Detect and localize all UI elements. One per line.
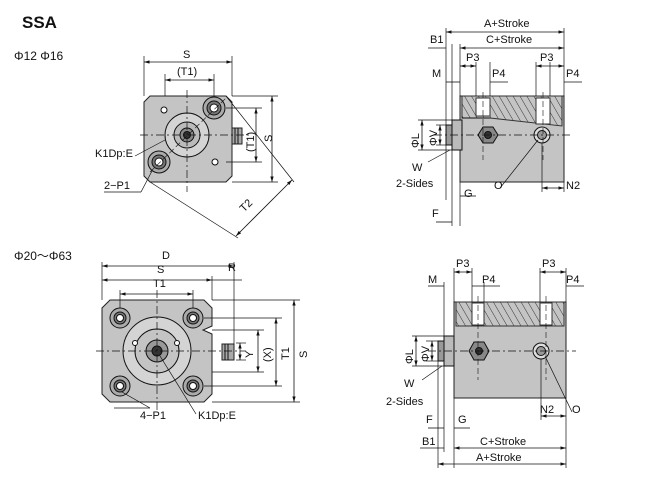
mount-hole-small-tr (202, 96, 226, 120)
label-k1-large: K1Dp:E (198, 410, 236, 422)
dim-r-large: R (228, 262, 236, 274)
dim-p3-left-large: P3 (456, 258, 470, 270)
dim-phiv-large: ΦV (420, 345, 432, 362)
dim-t1-top-small: (T1) (177, 66, 198, 78)
dim-s-side-large: S (298, 350, 310, 358)
label-2-sides-large: 2-Sides (386, 396, 424, 408)
dim-t1-side-large: T1 (280, 347, 292, 360)
dim-n2-small: N2 (566, 180, 581, 192)
dim-t1-side-small: (T1) (245, 131, 257, 152)
side-view-large (412, 268, 584, 468)
dim-phil-small: ΦL (410, 133, 422, 148)
label-p1-large: 4−P1 (140, 410, 166, 422)
label-p1-small: 2−P1 (104, 180, 130, 192)
mount-hole-large-br (182, 375, 204, 397)
dim-p4-right-small: P4 (566, 68, 580, 80)
dim-s-top-large: S (157, 264, 165, 276)
dim-t1-top-large: T1 (153, 278, 166, 290)
dim-phiv-small: ΦV (428, 129, 440, 146)
dim-y-large: Y (244, 350, 256, 358)
mount-hole-large-bl (109, 375, 131, 397)
label-2-sides-small: 2-Sides (396, 178, 434, 190)
side-view-small (418, 28, 582, 226)
dim-p4-right-large: P4 (566, 274, 580, 286)
dim-x-large: (X) (262, 347, 274, 362)
bore-size-large: Φ20～Φ63 (14, 249, 72, 263)
dim-d-large: D (162, 250, 170, 262)
dim-f-small: F (432, 208, 439, 220)
dim-b1-small: B1 (430, 34, 444, 46)
dim-m-small: M (432, 68, 442, 80)
dim-p4-left-large: P4 (482, 274, 496, 286)
dim-m-large: M (428, 274, 438, 286)
port-small (231, 127, 243, 145)
dim-b1-large: B1 (422, 436, 436, 448)
dim-n2-large: N2 (540, 404, 555, 416)
label-o-large: O (572, 404, 581, 416)
mount-hole-large-tr (182, 307, 204, 329)
dim-p3-right-large: P3 (542, 258, 556, 270)
dim-s-side-small: S (263, 134, 275, 142)
mount-hole-large-tl (109, 307, 131, 329)
front-view-small (104, 56, 295, 239)
label-w-small: W (412, 162, 423, 174)
dim-a-stroke-large: A+Stroke (476, 452, 522, 464)
dim-p4-left-small: P4 (492, 68, 506, 80)
dim-a-stroke-small: A+Stroke (484, 18, 530, 30)
dim-g-small: G (464, 188, 473, 200)
dim-c-stroke-large: C+Stroke (480, 436, 527, 448)
label-w-large: W (404, 378, 415, 390)
dim-s-top-small: S (183, 49, 191, 61)
dim-g-large: G (458, 414, 467, 426)
dim-p3-left-small: P3 (466, 52, 480, 64)
dim-phil-large: ΦL (404, 349, 416, 364)
label-o-small: O (494, 180, 503, 192)
dim-p3-right-small: P3 (540, 52, 554, 64)
front-view-large (96, 262, 300, 415)
series-title: SSA (22, 13, 57, 32)
label-k1-small: K1Dp:E (95, 148, 133, 160)
dim-c-stroke-small: C+Stroke (486, 34, 533, 46)
dim-f-large: F (426, 414, 433, 426)
bore-size-small: Φ12 Φ16 (14, 49, 64, 63)
mount-hole-small-bl (147, 150, 171, 174)
